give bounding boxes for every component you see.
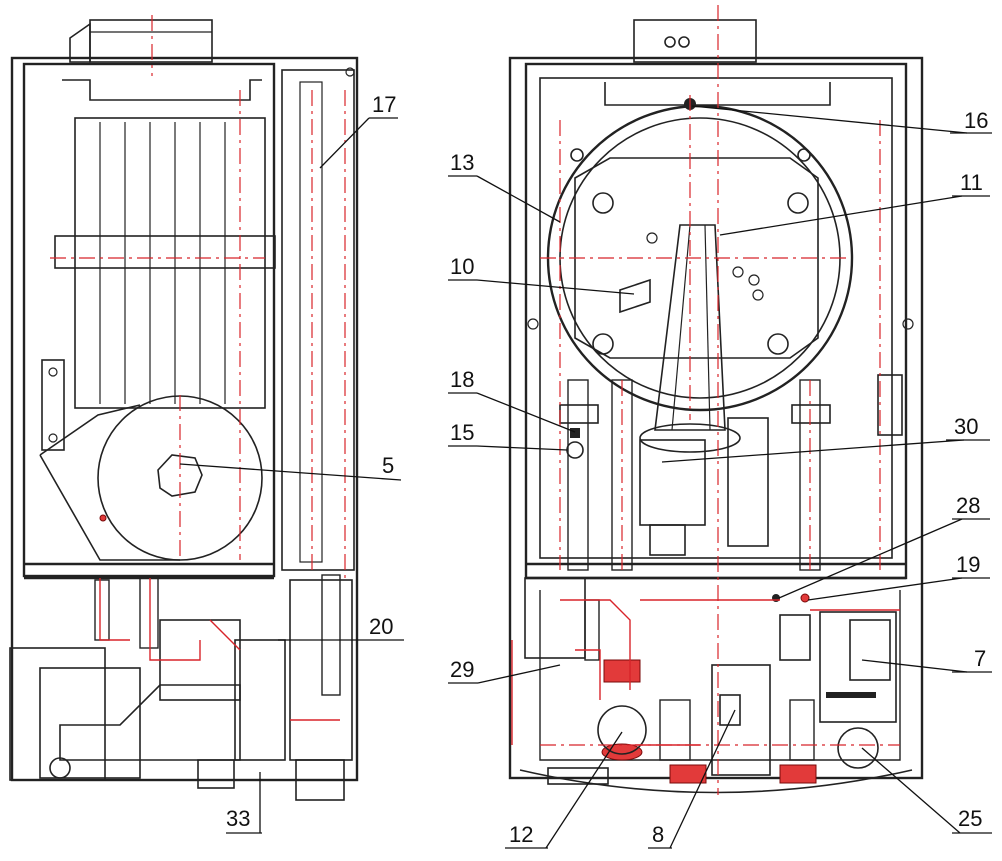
- callout-13: 13: [448, 150, 561, 223]
- callout-12: 12: [505, 731, 623, 849]
- callout-8: 8: [648, 709, 736, 849]
- side-view: [9, 15, 359, 801]
- callout-30: 30: [661, 414, 990, 463]
- label-17: 17: [372, 92, 396, 117]
- callout-5: 5: [179, 453, 402, 481]
- label-29: 29: [450, 657, 474, 682]
- callout-28: 28: [778, 493, 990, 599]
- label-25: 25: [958, 806, 982, 831]
- label-33: 33: [226, 806, 250, 831]
- callouts: 17 5 20 33 16 13 11: [179, 92, 992, 849]
- label-12: 12: [509, 822, 533, 847]
- callout-17: 17: [319, 92, 398, 169]
- label-13: 13: [450, 150, 474, 175]
- callout-19: 19: [807, 552, 990, 601]
- label-7: 7: [974, 646, 986, 671]
- callout-33: 33: [226, 772, 262, 834]
- label-18: 18: [450, 367, 474, 392]
- callout-7: 7: [861, 646, 992, 673]
- front-view: [508, 5, 924, 795]
- label-30: 30: [954, 414, 978, 439]
- callout-15: 15: [448, 420, 568, 451]
- label-28: 28: [956, 493, 980, 518]
- callout-20: 20: [278, 614, 404, 641]
- label-15: 15: [450, 420, 474, 445]
- callout-18: 18: [448, 367, 576, 433]
- label-20: 20: [369, 614, 393, 639]
- callout-25: 25: [861, 747, 992, 834]
- label-5: 5: [382, 453, 394, 478]
- callout-10: 10: [448, 254, 635, 295]
- label-16: 16: [964, 108, 988, 133]
- label-10: 10: [450, 254, 474, 279]
- label-11: 11: [960, 170, 983, 195]
- callout-29: 29: [448, 657, 561, 684]
- callout-16: 16: [691, 105, 992, 134]
- label-19: 19: [956, 552, 980, 577]
- label-8: 8: [652, 822, 664, 847]
- callout-11: 11: [719, 170, 990, 236]
